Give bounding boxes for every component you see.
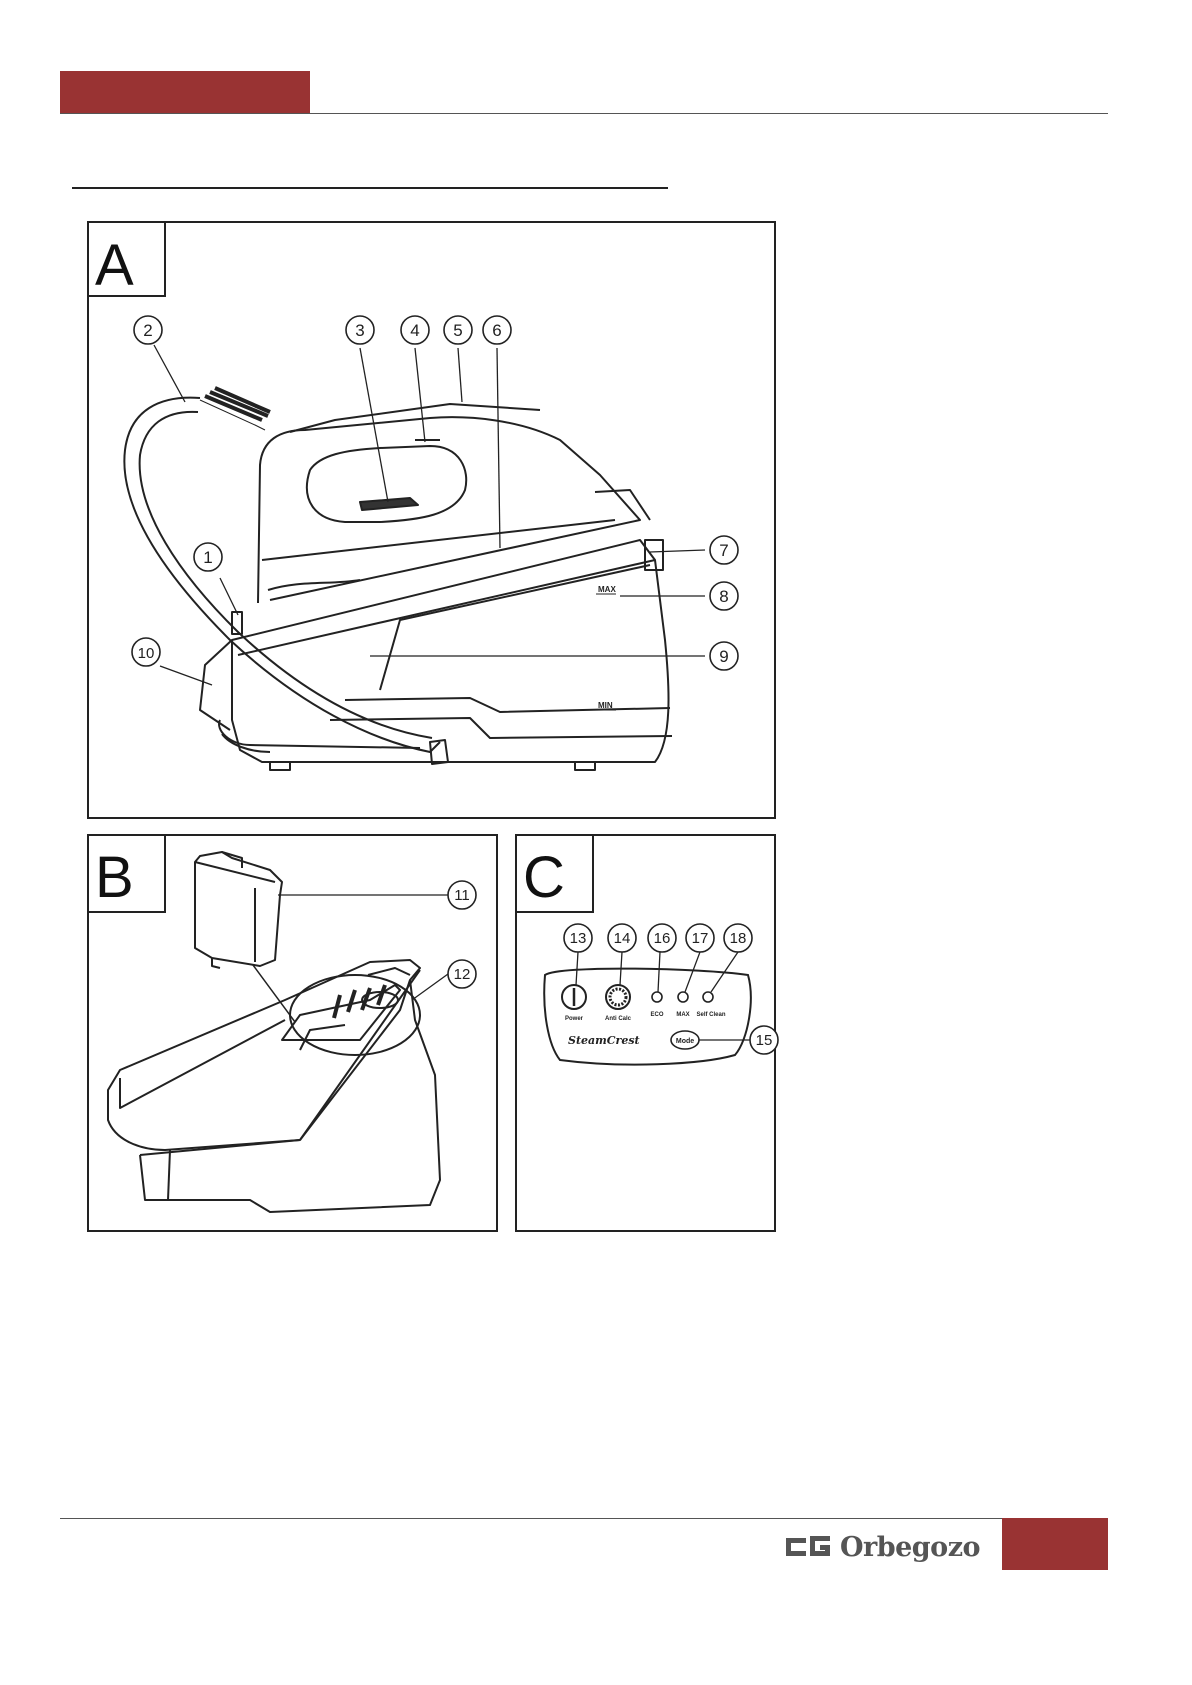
eco-label: ECO (650, 1012, 663, 1018)
tank-min-mark: MIN (598, 701, 613, 710)
callout-7: 7 (719, 541, 728, 560)
callout-6: 6 (492, 321, 501, 340)
callout-15: 15 (756, 1032, 773, 1049)
callout-5: 5 (453, 321, 462, 340)
footer-rule (60, 1518, 1002, 1519)
callout-16: 16 (654, 930, 671, 947)
brand-logo: Orbegozo (786, 1530, 980, 1564)
callout-11: 11 (454, 887, 470, 904)
mode-label: Mode (676, 1038, 694, 1045)
base-filter-drawing (108, 852, 440, 1212)
max-label: MAX (676, 1012, 689, 1018)
eco-led (652, 992, 662, 1002)
panel-c-letter: C (523, 845, 565, 910)
power-label: Power (565, 1016, 584, 1022)
callout-2: 2 (143, 321, 152, 340)
panel-a-letter: A (95, 233, 134, 298)
callout-8: 8 (719, 587, 728, 606)
callout-13: 13 (570, 930, 587, 947)
callout-10: 10 (138, 645, 155, 662)
callout-12: 12 (454, 966, 471, 983)
tank-max-mark: MAX (598, 585, 616, 594)
callout-17: 17 (692, 930, 709, 947)
callout-9: 9 (719, 647, 728, 666)
callout-1: 1 (203, 548, 212, 567)
panel-b-letter: B (95, 845, 134, 910)
callout-14: 14 (614, 930, 631, 947)
brand-name: Orbegozo (840, 1532, 980, 1563)
callout-4: 4 (410, 321, 419, 340)
callout-3: 3 (355, 321, 364, 340)
self-clean-led (703, 992, 713, 1002)
brand-mark-icon (786, 1536, 830, 1558)
steam-station-drawing (124, 388, 672, 770)
series-logo: SteamCrest (568, 1034, 640, 1047)
panel-a-frame (88, 222, 775, 818)
footer-accent-bar (1002, 1518, 1108, 1570)
max-led (678, 992, 688, 1002)
panel-a-callout-labels: 2 3 4 5 6 7 8 9 1 10 (138, 321, 729, 666)
self-clean-label: Self Clean (696, 1012, 725, 1018)
anti-calc-label: Anti Calc (605, 1016, 632, 1022)
callout-18: 18 (730, 930, 747, 947)
